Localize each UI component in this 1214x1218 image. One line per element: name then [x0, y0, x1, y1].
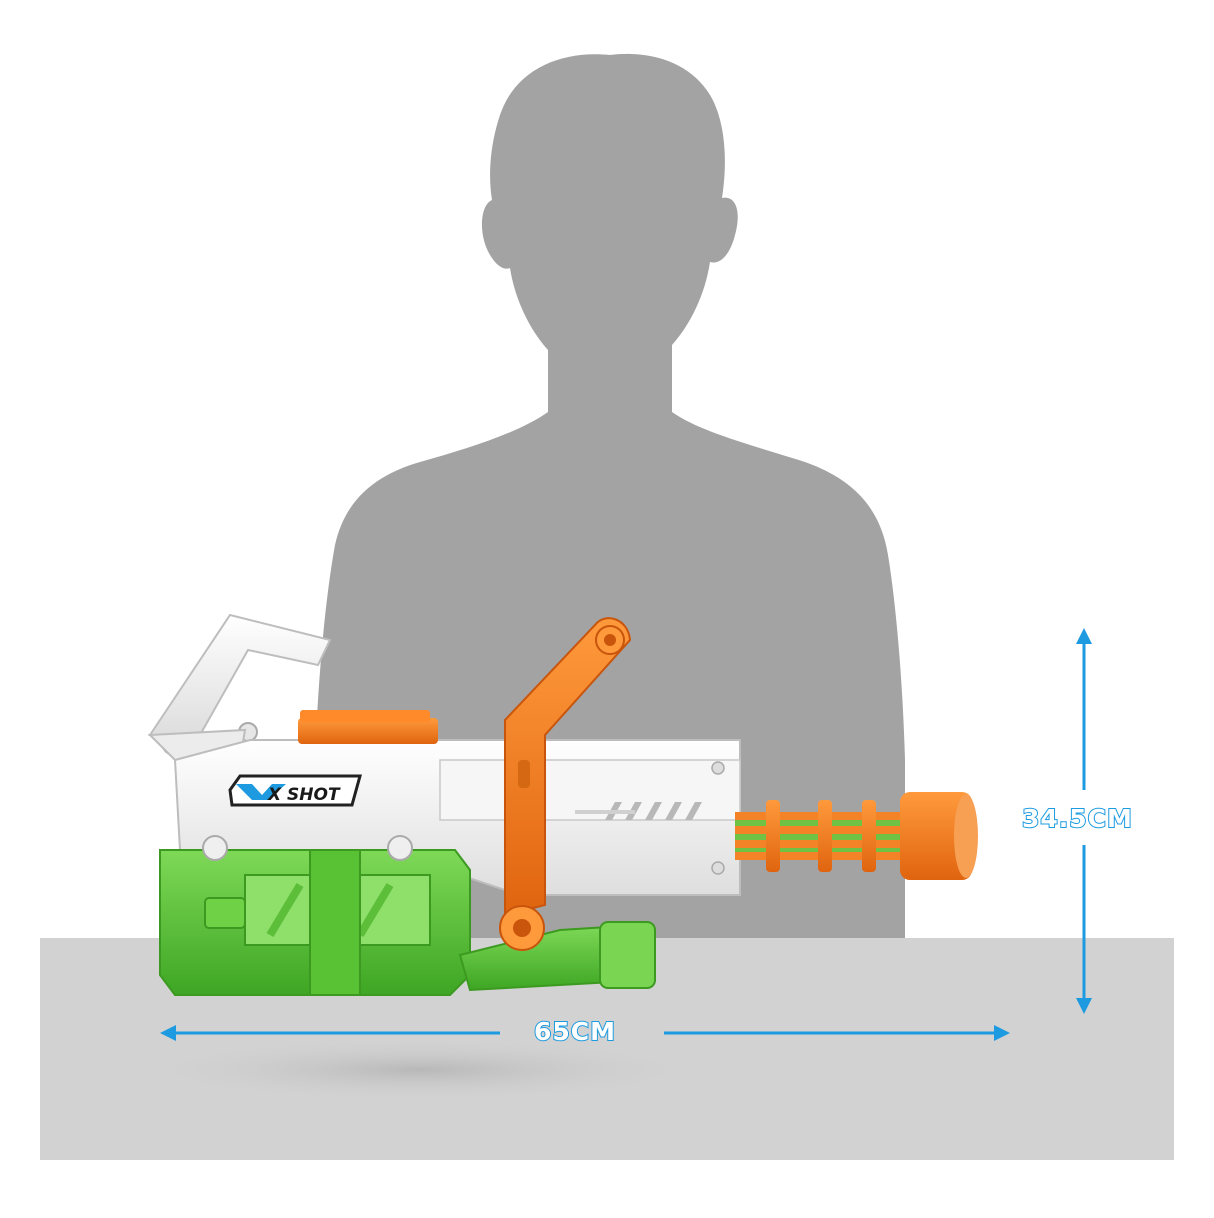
arrow-down-icon — [1076, 998, 1092, 1014]
arrow-left-icon — [160, 1025, 176, 1041]
arrow-up-icon — [1076, 628, 1092, 644]
rotating-barrel — [735, 792, 978, 880]
person-silhouette-icon — [315, 53, 905, 940]
pump-lever — [499, 617, 632, 951]
height-dimension — [1076, 628, 1092, 1014]
arrow-right-icon — [994, 1025, 1010, 1041]
logo-text: X SHOT — [267, 785, 341, 805]
xshot-logo: X SHOT — [228, 774, 362, 807]
height-label: 34.5CM — [1021, 803, 1133, 834]
blaster-shadow — [130, 1038, 710, 1102]
water-tank — [159, 835, 471, 996]
width-label: 65CM — [533, 1016, 617, 1047]
water-blaster: X SHOT — [147, 613, 978, 996]
fore-grip — [458, 921, 656, 992]
width-dimension — [160, 1025, 1010, 1041]
